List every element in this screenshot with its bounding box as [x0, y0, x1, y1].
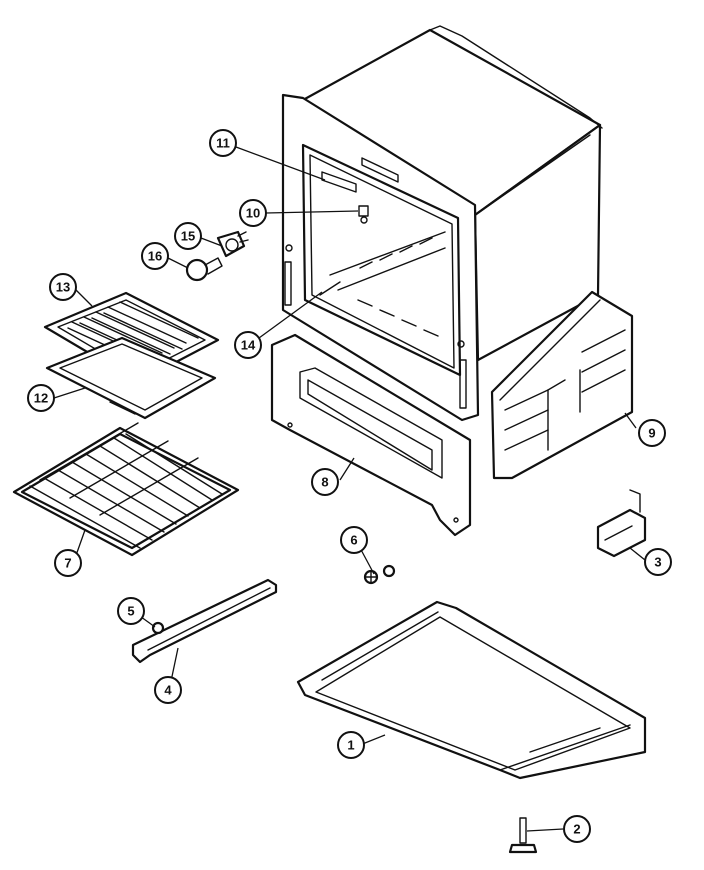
callout-7: 7	[54, 549, 82, 577]
drawer-slide-part	[131, 578, 278, 664]
callout-label: 9	[648, 426, 655, 441]
callout-12: 12	[27, 384, 55, 412]
oven-rack-part	[12, 422, 240, 557]
callout-label: 12	[34, 391, 48, 406]
callout-label: 3	[654, 555, 661, 570]
callout-11: 11	[209, 129, 237, 157]
callout-label: 13	[56, 280, 70, 295]
light-socket-part	[216, 230, 249, 258]
callout-label: 5	[127, 604, 134, 619]
callout-label: 2	[573, 822, 580, 837]
callout-16: 16	[141, 242, 169, 270]
callout-8: 8	[311, 468, 339, 496]
callout-label: 11	[216, 136, 230, 151]
callout-label: 7	[64, 556, 71, 571]
drawer-part	[296, 600, 647, 780]
broiler-pan-part	[45, 336, 217, 420]
callout-label: 4	[164, 683, 172, 698]
light-bulb-part	[185, 257, 223, 282]
callout-1: 1	[337, 731, 365, 759]
oven-cavity	[281, 25, 603, 422]
callout-14: 14	[234, 331, 262, 359]
callout-2: 2	[563, 815, 591, 843]
callout-label: 16	[148, 249, 162, 264]
screws-part	[363, 564, 396, 585]
callout-4: 4	[154, 676, 182, 704]
side-panel-part	[490, 290, 634, 480]
callout-5: 5	[117, 597, 145, 625]
callout-9: 9	[638, 419, 666, 447]
callout-label: 10	[246, 206, 260, 221]
callout-label: 8	[321, 475, 328, 490]
callout-15: 15	[174, 222, 202, 250]
leader-lines	[53, 146, 646, 832]
callout-10: 10	[239, 199, 267, 227]
callout-label: 14	[241, 338, 256, 353]
callout-label: 15	[181, 229, 195, 244]
support-part	[319, 281, 341, 296]
callout-label: 6	[350, 533, 357, 548]
drawer-front-part	[270, 333, 472, 537]
callout-6: 6	[340, 526, 368, 554]
callout-13: 13	[49, 273, 77, 301]
bracket-part	[596, 489, 647, 558]
leveling-leg-part	[508, 817, 538, 854]
callout-label: 1	[347, 738, 354, 753]
light-lens-part	[321, 171, 357, 193]
bulb-clip-part	[358, 205, 369, 224]
callout-3: 3	[644, 548, 672, 576]
